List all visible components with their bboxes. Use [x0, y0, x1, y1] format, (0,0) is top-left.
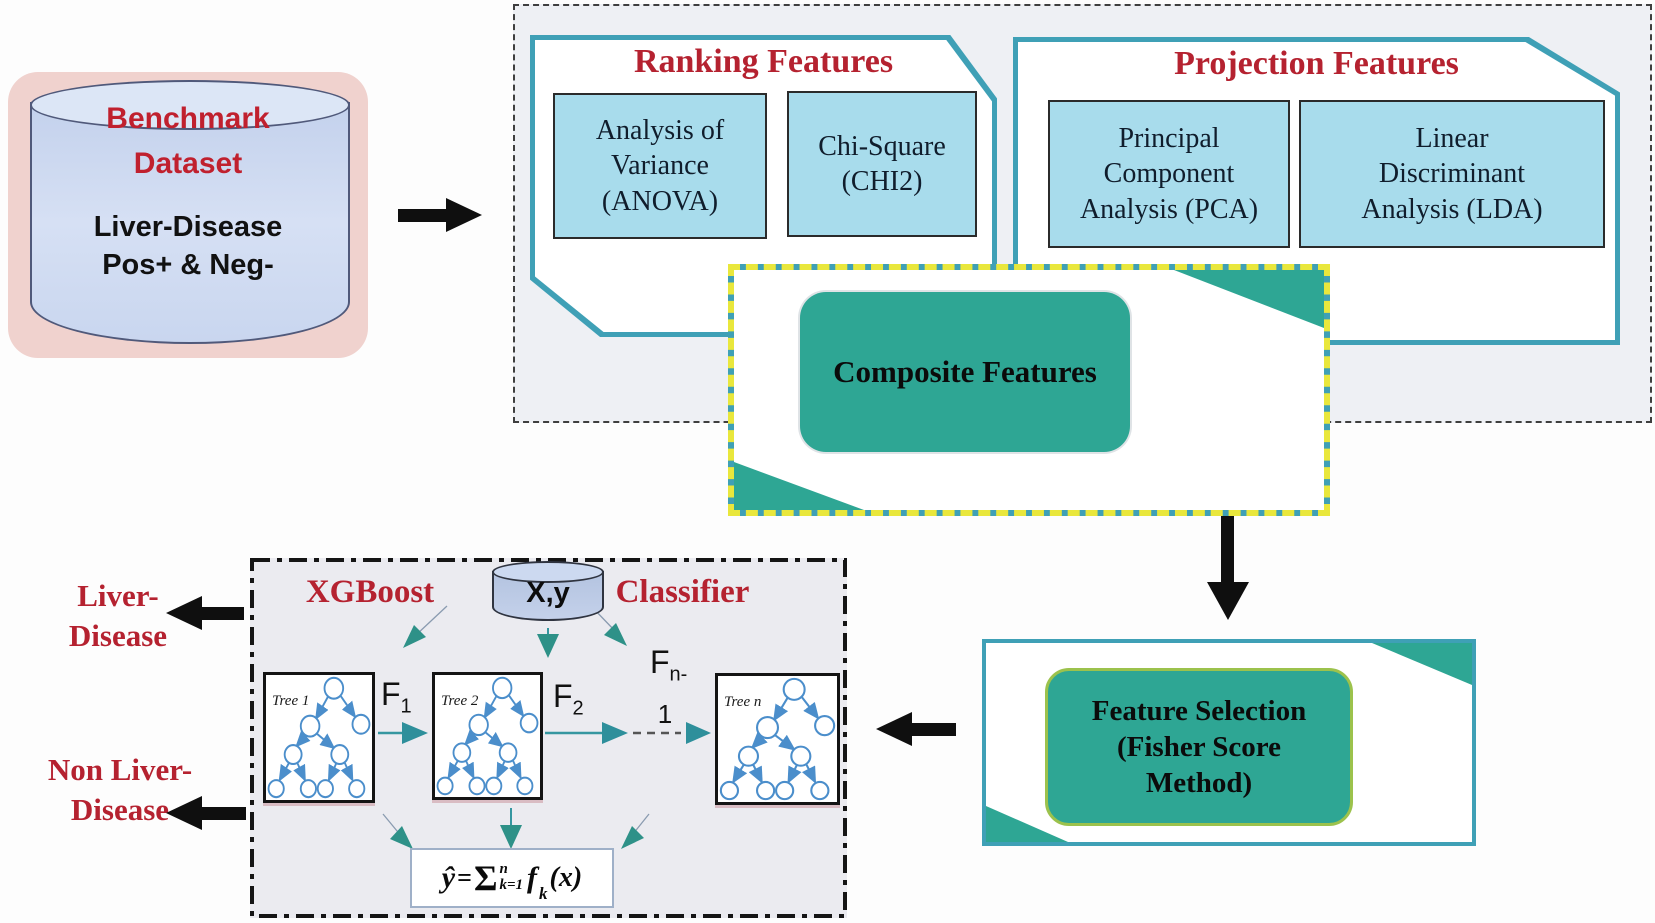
ranking-title: Ranking Features — [633, 43, 894, 80]
tree-n-box: Tree n — [715, 673, 840, 805]
xy-arrowhead-right — [604, 623, 627, 646]
tree-1-diagram — [267, 676, 371, 799]
tree2-formula-head — [500, 825, 522, 849]
benchmark-dataset-cylinder: Benchmark Dataset Liver-Disease Pos+ & N… — [8, 72, 368, 358]
formula-yhat: ŷ — [441, 861, 456, 894]
tree-2-box: Tree 2 — [432, 672, 543, 800]
tree1-formula-head — [390, 826, 413, 849]
fn-label: Fn- — [650, 644, 688, 686]
output-non-liver-disease: Non Liver-Disease — [47, 752, 193, 828]
composite-features-box: Composite Features — [728, 264, 1330, 516]
xy-arrowhead-left — [403, 625, 426, 648]
xy-cylinder-top — [492, 561, 604, 583]
xy-label: X,y — [526, 577, 570, 609]
feature-selection-label: Feature Selection (Fisher Score Method) — [1091, 694, 1307, 800]
formula-arg: (x) — [549, 862, 583, 893]
xgboost-diagram-arrows — [250, 558, 847, 918]
formula-sigma: Σ — [473, 858, 498, 898]
tree-1-box: Tree 1 — [263, 672, 375, 803]
lda-box: Linear Discriminant Analysis (LDA) — [1299, 100, 1605, 248]
dataset-text: Benchmark Dataset Liver-Disease Pos+ & N… — [8, 96, 368, 284]
anova-label: Analysis of Variance (ANOVA) — [595, 115, 725, 217]
xy-arrowhead-center — [537, 634, 559, 658]
arrow-treen-head — [686, 722, 711, 744]
formula-limits: n k=1 — [499, 861, 524, 894]
output-liver-disease: Liver-Disease — [68, 578, 168, 654]
cylinder-body — [30, 102, 350, 344]
xgboost-box: XGBoost Classifier X,y Tree 1 — [250, 558, 847, 918]
dataset-title-line1: Benchmark — [106, 102, 270, 135]
tree-2-diagram — [436, 676, 539, 796]
feature-selection-box: Feature Selection (Fisher Score Method) — [982, 639, 1476, 846]
selection-corner-top-right — [1372, 643, 1472, 685]
arrow-tree1-tree2-head — [402, 722, 428, 744]
tree-n-diagram — [719, 677, 836, 801]
chi2-box: Chi-Square (CHI2) — [787, 91, 977, 237]
dataset-title-line2: Dataset — [133, 147, 243, 180]
xgboost-title: XGBoost — [305, 574, 435, 610]
f2-label: F2 — [553, 678, 584, 720]
xgboost-dashdot-border — [250, 558, 847, 918]
classifier-title: Classifier — [615, 574, 750, 610]
composite-label: Composite Features — [833, 354, 1097, 389]
fn-wrap-label: 1 — [657, 699, 673, 729]
formula-equals: = — [457, 863, 472, 892]
pca-box: Principal Component Analysis (PCA) — [1048, 100, 1290, 248]
dataset-subtitle-line1: Liver-Disease — [93, 211, 283, 243]
cylinder-top-ellipse — [30, 80, 350, 130]
feature-selection-pill: Feature Selection (Fisher Score Method) — [1045, 668, 1353, 826]
lda-label: Linear Discriminant Analysis (LDA) — [1361, 123, 1543, 225]
formula-upper-limit: n — [499, 861, 508, 878]
dataset-subtitle-line2: Pos+ & Neg- — [102, 249, 274, 281]
projection-title: Projection Features — [1174, 45, 1459, 82]
xy-line-left — [415, 605, 448, 636]
pca-label: Principal Component Analysis (PCA) — [1079, 123, 1259, 225]
arrow-tree2-head — [602, 722, 628, 744]
formula-lower-limit: k=1 — [499, 877, 524, 893]
formula-box: ŷ = Σ n k=1 f k (x) — [410, 848, 614, 908]
tree-2-label: Tree 2 — [441, 693, 479, 709]
tree-1-label: Tree 1 — [272, 693, 310, 709]
formula-func: f — [527, 861, 538, 894]
chi2-label: Chi-Square (CHI2) — [818, 130, 946, 197]
f1-label: F1 — [381, 676, 412, 718]
tree-n-label: Tree n — [724, 694, 762, 710]
formula-func-sub: k — [539, 884, 548, 903]
treen-formula-head — [621, 826, 644, 849]
anova-box: Analysis of Variance (ANOVA) — [553, 93, 767, 239]
composite-pill: Composite Features — [800, 292, 1130, 452]
xy-cylinder: X,y — [492, 561, 604, 627]
